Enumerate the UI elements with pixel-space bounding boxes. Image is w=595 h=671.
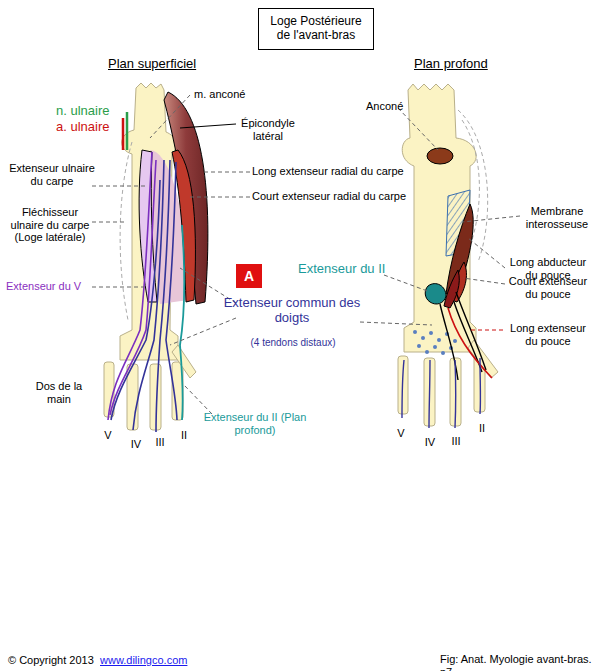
carpal-dots: [429, 331, 433, 335]
finger-number: V: [393, 427, 409, 440]
leader-line: [170, 318, 236, 345]
leader-line: [150, 95, 190, 138]
finger-number: V: [100, 429, 116, 442]
tendon: [440, 292, 486, 380]
carpal-dots: [421, 336, 425, 340]
leader-line: [92, 287, 144, 288]
leader-line: [92, 222, 125, 223]
leader-line: [398, 108, 438, 150]
carpal-dots: [437, 338, 441, 342]
leader-line: [92, 95, 520, 414]
bone: [398, 84, 498, 426]
structure-label: a. ulnaire: [56, 120, 126, 135]
carpal-dots: [413, 330, 417, 334]
muscle-label: Long extenseur du pouce: [503, 322, 593, 347]
muscle-label: Court extenseur du pouce: [503, 275, 593, 300]
muscle-label: Extenseur ulnaire du carpe: [4, 162, 100, 187]
leader-line: [462, 216, 520, 222]
leader-line: [470, 330, 503, 331]
muscle: [427, 148, 453, 164]
muscle-label: m. anconé: [194, 88, 264, 101]
structure-label: Membrane interosseuse: [519, 205, 595, 230]
nerve: [126, 112, 129, 150]
bone: [468, 340, 498, 378]
leader-line: [202, 172, 250, 173]
leader-line: [463, 278, 505, 284]
muscle: [425, 148, 473, 308]
carpal-dots: [417, 344, 421, 348]
ghost-outline: [120, 142, 132, 320]
tendon: [180, 225, 184, 420]
finger-number: IV: [420, 436, 440, 449]
tendon: [479, 358, 481, 414]
tendon: [166, 162, 177, 420]
region-label: Dos de la main: [28, 380, 90, 405]
muscle-label: Anconé: [366, 100, 426, 113]
leader-line: [180, 124, 236, 128]
artery: [122, 118, 125, 150]
carpal-dots: [433, 345, 437, 349]
carpal-dots: [441, 351, 445, 355]
section-heading: Plan superficiel: [108, 57, 218, 72]
leader-line: [92, 186, 148, 187]
muscle-label: Extenseur du II (Plan profond): [200, 411, 310, 436]
tendon: [456, 292, 486, 370]
muscle-label: Fléchisseur ulnaire du carpe (Loge latér…: [4, 206, 96, 244]
muscle-label: Extenseur du II: [298, 262, 398, 277]
tendon: [108, 152, 152, 420]
leader-line: [190, 197, 250, 198]
finger-number: IV: [126, 438, 146, 451]
muscle-label: Extenseur commun des doigts: [222, 296, 362, 326]
tendon: [402, 358, 480, 428]
tendon: [111, 160, 177, 432]
bone: [172, 345, 196, 378]
muscle-label: Extenseur du V: [6, 280, 96, 293]
finger-number: II: [176, 429, 192, 442]
carpal-dots: [425, 350, 429, 354]
muscle: [425, 284, 446, 304]
nerve: [126, 112, 129, 150]
note-label: (4 tendons distaux): [238, 337, 348, 349]
tendon: [111, 180, 160, 420]
ghost-outline: [120, 142, 132, 320]
finger-number: III: [150, 436, 170, 449]
leader-line: [180, 124, 236, 128]
leader-line: [468, 238, 505, 268]
muscle-label: Court extenseur radial du carpe: [252, 190, 432, 203]
leader-line: [360, 322, 432, 325]
title-box: Loge Postérieure de l'avant-bras: [258, 8, 374, 50]
tendon: [180, 225, 184, 420]
finger-number: III: [446, 435, 466, 448]
callout-letter: A: [244, 268, 254, 284]
title: Loge Postérieure de l'avant-bras: [266, 15, 366, 43]
finger-number: II: [474, 422, 490, 435]
structure-label: n. ulnaire: [56, 104, 126, 119]
tendon: [429, 360, 430, 428]
tendon: [108, 152, 156, 420]
callout-box: A: [236, 264, 262, 288]
leader-line: [384, 275, 430, 292]
website-link: www.dilingco.com: [100, 654, 210, 667]
artery: [122, 118, 125, 150]
muscle-label: Long extenseur radial du carpe: [252, 165, 432, 178]
leader-line: [470, 330, 503, 331]
tendon: [402, 360, 404, 418]
muscle: [444, 270, 459, 308]
carpal-dots: [453, 339, 457, 343]
tendon: [454, 360, 456, 428]
copyright: © Copyright 2013: [8, 654, 108, 667]
section-heading: Plan profond: [414, 57, 514, 72]
leader-line: [184, 385, 212, 414]
caption: Fig: Anat. Myologie avant-bras. p7: [440, 653, 595, 671]
tendon: [156, 160, 170, 432]
bone-label: Épicondyle latéral: [238, 117, 298, 142]
